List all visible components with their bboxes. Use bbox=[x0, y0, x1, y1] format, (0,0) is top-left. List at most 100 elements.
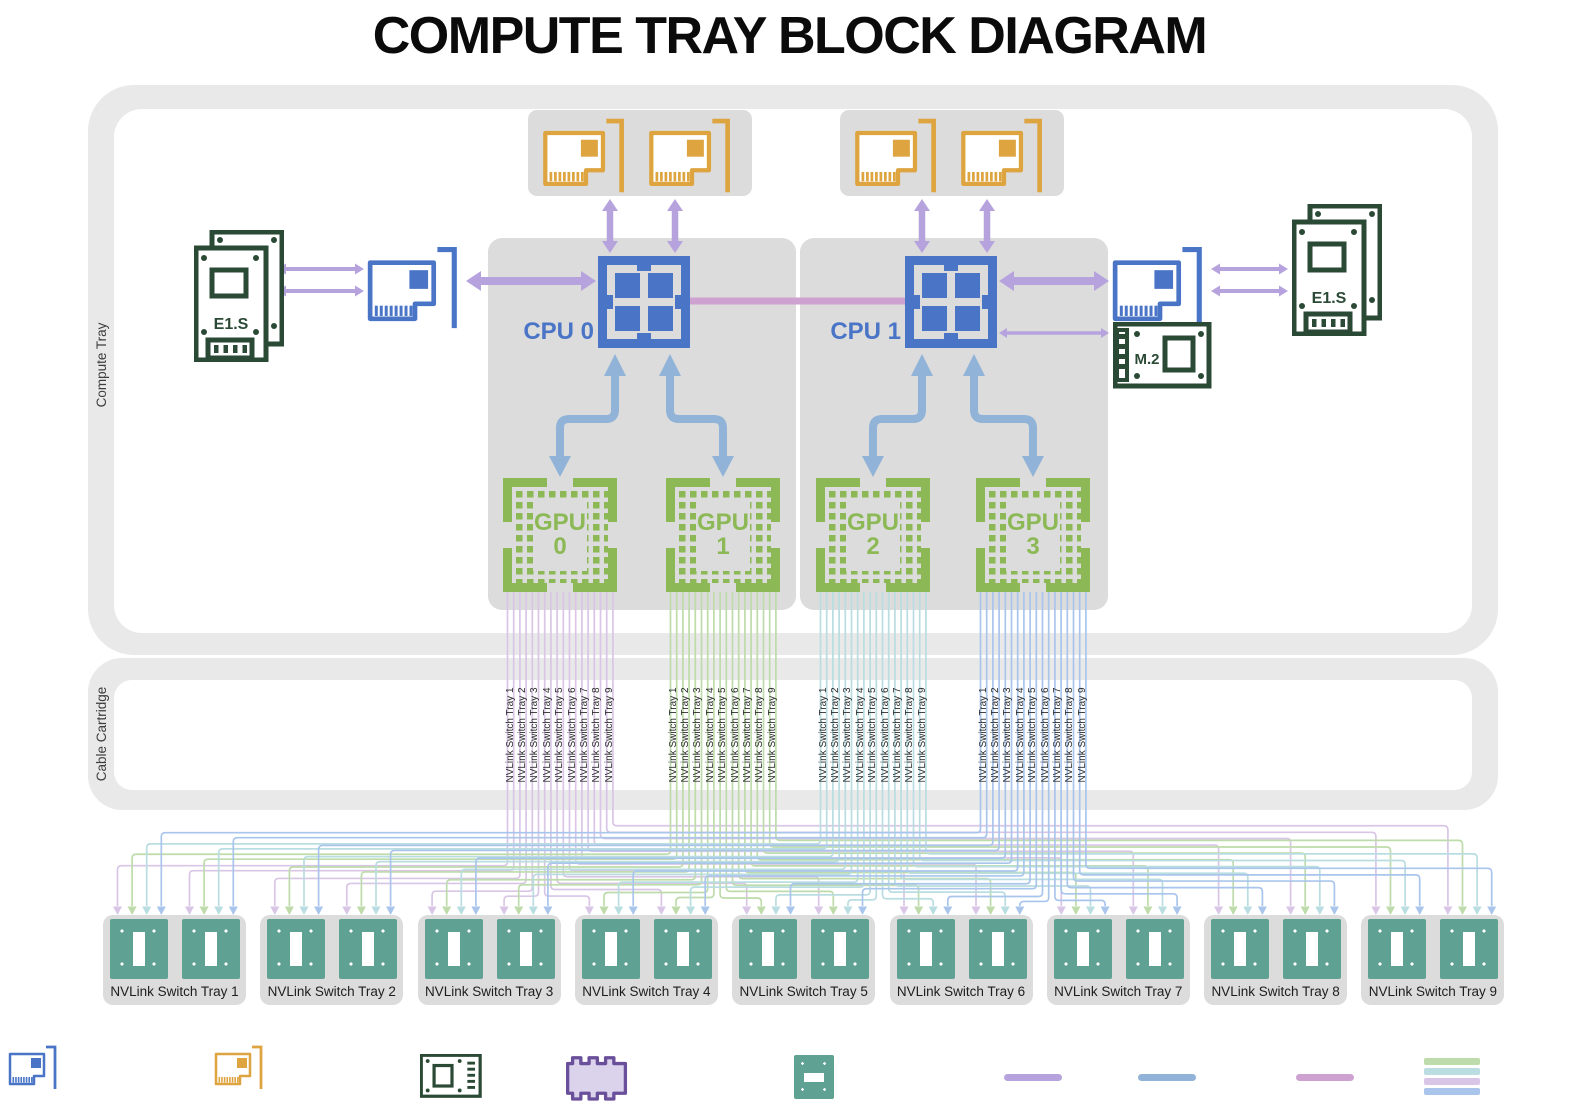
cable-label-gpu2-tray7: NVLink Switch Tray 7 bbox=[892, 687, 903, 783]
connectx-group-box-1 bbox=[840, 110, 1064, 196]
nvlink-switch-chip bbox=[896, 919, 955, 979]
cable-label-gpu3-tray8: NVLink Switch Tray 8 bbox=[1064, 687, 1076, 783]
cable-label-gpu0-tray4: NVLink Switch Tray 4 bbox=[541, 687, 553, 783]
cable-label-gpu0-tray3: NVLink Switch Tray 3 bbox=[529, 687, 541, 783]
cable-label-gpu0-tray7: NVLink Switch Tray 7 bbox=[579, 687, 590, 783]
cable-label-gpu1-tray7: NVLink Switch Tray 7 bbox=[742, 687, 753, 783]
e1s-label-text: E1.S bbox=[1312, 290, 1347, 307]
nvlink-switch-chip bbox=[1368, 919, 1427, 979]
nvlink-switch-tray-1: NVLink Switch Tray 1 bbox=[103, 915, 246, 1005]
gpu0-num: 0 bbox=[553, 533, 567, 560]
tray-label: NVLink Switch Tray 1 bbox=[110, 984, 239, 999]
nvlink-switch-tray-5: NVLink Switch Tray 5 bbox=[732, 915, 876, 1005]
tray-label: NVLink Switch Tray 3 bbox=[424, 984, 554, 999]
cable-label-gpu3-tray2: NVLink Switch Tray 2 bbox=[990, 687, 1001, 783]
m2-label-text: M.2 bbox=[1134, 351, 1159, 368]
connectx-legend-icon bbox=[214, 1044, 266, 1092]
connectx7-card-icon bbox=[538, 116, 634, 194]
nvlink-switch-tray-9: NVLink Switch Tray 9 bbox=[1361, 915, 1505, 1005]
connectx7-card-icon bbox=[850, 116, 946, 194]
pcie-switches-legend-icon bbox=[566, 1052, 632, 1104]
cable-label-gpu1-tray2: NVLink Switch Tray 2 bbox=[680, 687, 691, 783]
tray-label: NVLink Switch Tray 7 bbox=[1054, 984, 1183, 999]
gpu3-num: 3 bbox=[1026, 533, 1040, 560]
nvlink-switch-legend-icon bbox=[794, 1055, 834, 1099]
cpu1-label: CPU 1 bbox=[830, 318, 901, 345]
cable-label-gpu3-tray5: NVLink Switch Tray 5 bbox=[1027, 687, 1039, 783]
cable-label-gpu2-tray2: NVLink Switch Tray 2 bbox=[830, 687, 841, 783]
tray-label: NVLink Switch Tray 9 bbox=[1368, 984, 1498, 999]
cable-label-gpu2-tray9: NVLink Switch Tray 9 bbox=[916, 687, 928, 783]
cable-label-gpu3-tray1: NVLink Switch Tray 1 bbox=[977, 687, 989, 783]
cable-label-gpu0-tray9: NVLink Switch Tray 9 bbox=[603, 687, 615, 783]
nic-card-icon bbox=[367, 247, 457, 329]
cable-label-gpu0-tray6: NVLink Switch Tray 6 bbox=[566, 687, 578, 783]
cable-label-gpu3-tray6: NVLink Switch Tray 6 bbox=[1039, 687, 1051, 783]
bluefield-legend-icon bbox=[8, 1044, 60, 1092]
c2c-legend-icon bbox=[1138, 1074, 1196, 1081]
bracket bbox=[918, 118, 936, 193]
gpu2-name: GPU bbox=[846, 508, 899, 536]
bracket bbox=[712, 118, 730, 193]
e1s-drives-right-icon: E1.S bbox=[1292, 204, 1382, 336]
tray-label: NVLink Switch Tray 8 bbox=[1211, 984, 1340, 999]
cable-cartridge-panel bbox=[114, 680, 1472, 790]
page-title: COMPUTE TRAY BLOCK DIAGRAM bbox=[372, 7, 1208, 65]
cable-label-gpu1-tray6: NVLink Switch Tray 6 bbox=[729, 687, 741, 783]
nic-card-icon bbox=[1112, 247, 1202, 329]
nvlink-switch-tray-3: NVLink Switch Tray 3 bbox=[417, 915, 561, 1005]
tray-label: NVLink Switch Tray 2 bbox=[267, 984, 396, 999]
nvlink-switch-chip bbox=[424, 919, 483, 979]
nvlink-switch-tray-8: NVLink Switch Tray 8 bbox=[1204, 915, 1348, 1005]
m2-module-icon: M.2 bbox=[1113, 322, 1213, 390]
nvlink-switch-chip bbox=[653, 919, 712, 979]
e1s-ssd-icon: E1.S bbox=[1292, 204, 1382, 336]
nvlink-switch-chip bbox=[968, 919, 1027, 979]
nvlink-switch-chip bbox=[811, 919, 870, 979]
cable-label-gpu0-tray1: NVLink Switch Tray 1 bbox=[504, 687, 516, 783]
cable-label-gpu2-tray5: NVLink Switch Tray 5 bbox=[867, 687, 879, 783]
nvlink-switch-chip bbox=[1440, 919, 1499, 979]
e1s-ssd-icon: E1.S bbox=[194, 230, 284, 362]
cable-label-gpu3-tray7: NVLink Switch Tray 7 bbox=[1052, 687, 1063, 783]
nvlink-switch-chip bbox=[1125, 919, 1184, 979]
cable-label-gpu2-tray4: NVLink Switch Tray 4 bbox=[854, 687, 866, 783]
nvlink-switch-chip bbox=[739, 919, 798, 979]
nvlinks-legend-icon bbox=[1424, 1058, 1480, 1098]
cable-label-gpu3-tray4: NVLink Switch Tray 4 bbox=[1014, 687, 1026, 783]
nvlink-switch-chip bbox=[110, 919, 168, 979]
e1s-drives-left-icon: E1.S bbox=[194, 230, 284, 362]
cable-label-gpu1-tray1: NVLink Switch Tray 1 bbox=[667, 687, 679, 783]
legend: BlueField-3 ConnectX-7 NVMe PCIe Switche… bbox=[0, 1040, 1579, 1114]
nic-card-icon bbox=[543, 118, 624, 193]
pcie-legend-icon bbox=[1004, 1074, 1062, 1081]
bracket bbox=[252, 1045, 263, 1089]
cable-label-gpu1-tray4: NVLink Switch Tray 4 bbox=[704, 687, 716, 783]
nvlink-switch-chip bbox=[1283, 919, 1342, 979]
cable-label-gpu3-tray3: NVLink Switch Tray 3 bbox=[1002, 687, 1014, 783]
cable-label-gpu2-tray3: NVLink Switch Tray 3 bbox=[842, 687, 854, 783]
connectx7-card-icon bbox=[956, 116, 1052, 194]
nvlink-switch-chip bbox=[339, 919, 398, 979]
nvlink-switch-chip bbox=[1053, 919, 1112, 979]
nvlink-switch-tray-4: NVLink Switch Tray 4 bbox=[574, 915, 718, 1005]
clinks-legend-icon bbox=[1296, 1074, 1354, 1081]
nic-card-icon bbox=[855, 118, 936, 193]
nic-card-icon bbox=[8, 1045, 57, 1089]
cable-label-gpu2-tray6: NVLink Switch Tray 6 bbox=[879, 687, 891, 783]
bracket bbox=[437, 247, 457, 329]
nvlink-switch-chip bbox=[182, 919, 240, 979]
cable-label-gpu1-tray3: NVLink Switch Tray 3 bbox=[692, 687, 704, 783]
cable-label-gpu3-tray9: NVLink Switch Tray 9 bbox=[1076, 687, 1088, 783]
tray-label: NVLink Switch Tray 5 bbox=[739, 984, 868, 999]
gpu1-num: 1 bbox=[716, 533, 730, 560]
connectx-group-box-0 bbox=[528, 110, 752, 196]
bluefield3-left-icon bbox=[366, 244, 464, 330]
cable-label-gpu0-tray8: NVLink Switch Tray 8 bbox=[591, 687, 603, 783]
cpu0-label: CPU 0 bbox=[523, 318, 594, 345]
gpu3-name: GPU bbox=[1006, 508, 1059, 536]
nvlink-switch-tray-2: NVLink Switch Tray 2 bbox=[260, 915, 404, 1005]
pcie-switch-icon bbox=[566, 1056, 628, 1101]
